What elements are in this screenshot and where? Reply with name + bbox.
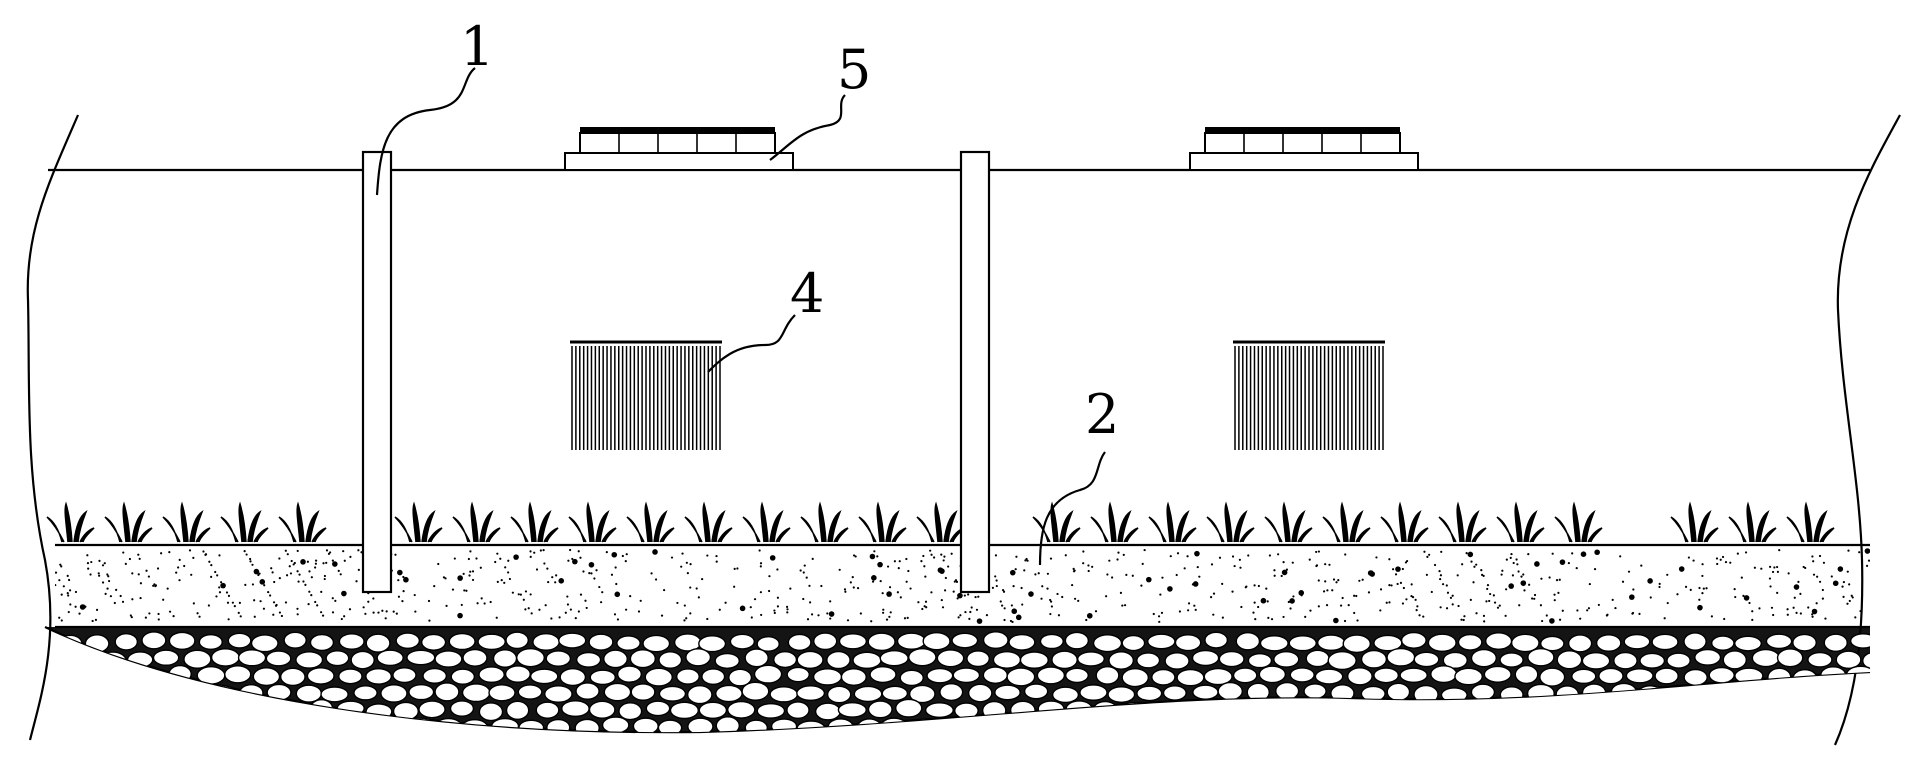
top-panel-left — [564, 127, 794, 171]
grass-row — [46, 501, 1835, 543]
callout-1-label: 1 — [460, 15, 494, 78]
callout-5-label: 5 — [837, 38, 871, 101]
leader-line-4 — [707, 314, 796, 373]
callout-4-label: 4 — [790, 262, 824, 325]
callout-2-label: 2 — [1085, 383, 1119, 446]
vent-grille-left — [570, 340, 722, 450]
left-break-line — [26, 114, 80, 741]
leader-line-2 — [1038, 451, 1106, 566]
leader-line-1 — [375, 67, 476, 196]
leader-line-5 — [769, 94, 846, 161]
gravel-layer — [44, 626, 1871, 734]
top-panel-right — [1189, 127, 1419, 171]
post-middle — [959, 150, 991, 594]
vent-grille-right — [1233, 340, 1385, 450]
post-left — [361, 150, 393, 594]
